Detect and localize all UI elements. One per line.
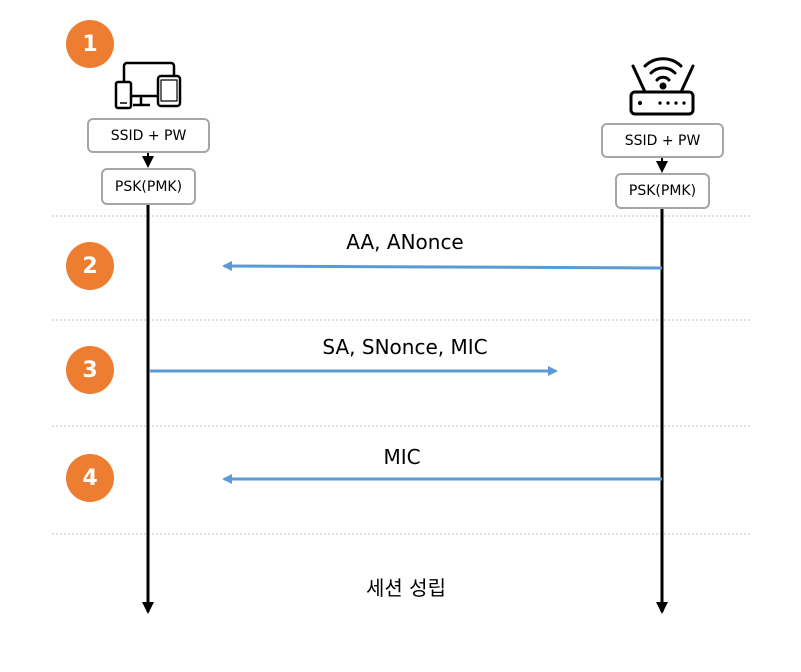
message-arrow-1 [222, 261, 663, 272]
step-badge-2: 2 [66, 242, 114, 290]
step-badge-4: 4 [66, 454, 114, 502]
laptop-devices-icon [114, 61, 182, 110]
ap-key-box: PSK(PMK) [615, 173, 710, 209]
message-label-3: MIC [383, 445, 421, 469]
wifi-router-icon [629, 57, 695, 116]
step-badge-1: 1 [66, 20, 114, 68]
message-label-1: AA, ANonce [346, 230, 464, 254]
client-key-box: PSK(PMK) [101, 168, 196, 205]
message-label-2: SA, SNonce, MIC [322, 335, 488, 359]
session-established-label: 세션 성립 [366, 576, 446, 600]
step-badge-3: 3 [66, 346, 114, 394]
client-credential-box: SSID + PW [87, 118, 210, 153]
ap-credential-box: SSID + PW [601, 123, 724, 158]
